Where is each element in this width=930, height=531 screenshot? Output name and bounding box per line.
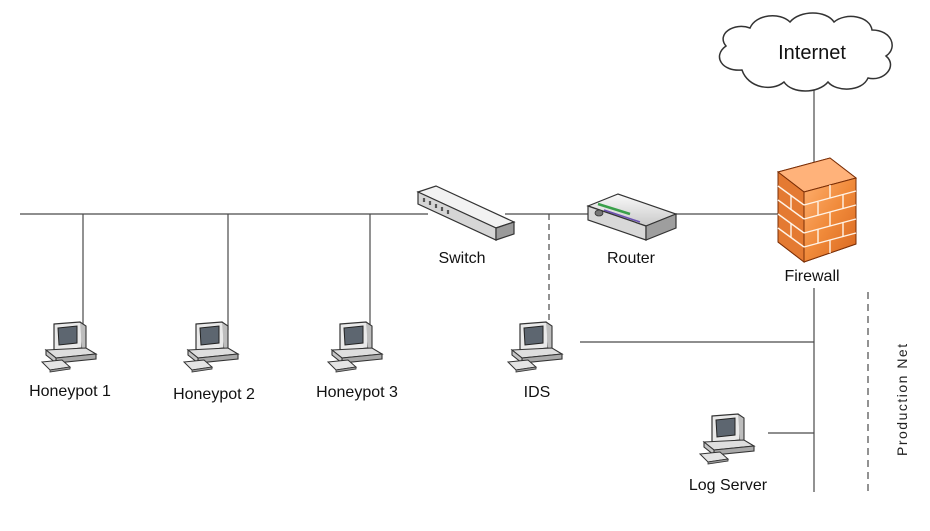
connection-lines bbox=[20, 84, 869, 492]
logserver-computer-icon bbox=[699, 413, 755, 465]
honeypot1-computer-icon bbox=[41, 321, 97, 373]
internet-label: Internet bbox=[778, 42, 846, 64]
internet-cloud-icon bbox=[718, 12, 893, 92]
switch-label: Switch bbox=[438, 250, 486, 267]
firewall-label: Firewall bbox=[784, 268, 840, 285]
router-label: Router bbox=[606, 250, 656, 267]
ids-label: IDS bbox=[523, 384, 551, 401]
log-server-label: Log Server bbox=[688, 477, 768, 494]
production-net-label: Production Net bbox=[894, 342, 910, 456]
honeypot2-label: Honeypot 2 bbox=[173, 386, 255, 403]
honeypot3-computer-icon bbox=[327, 321, 383, 373]
router-icon bbox=[586, 193, 678, 241]
honeypot1-label: Honeypot 1 bbox=[29, 383, 111, 400]
firewall-icon bbox=[776, 157, 858, 264]
honeypot2-computer-icon bbox=[183, 321, 239, 373]
ids-computer-icon bbox=[507, 321, 563, 373]
switch-icon bbox=[416, 185, 516, 241]
honeypot3-label: Honeypot 3 bbox=[316, 384, 398, 401]
